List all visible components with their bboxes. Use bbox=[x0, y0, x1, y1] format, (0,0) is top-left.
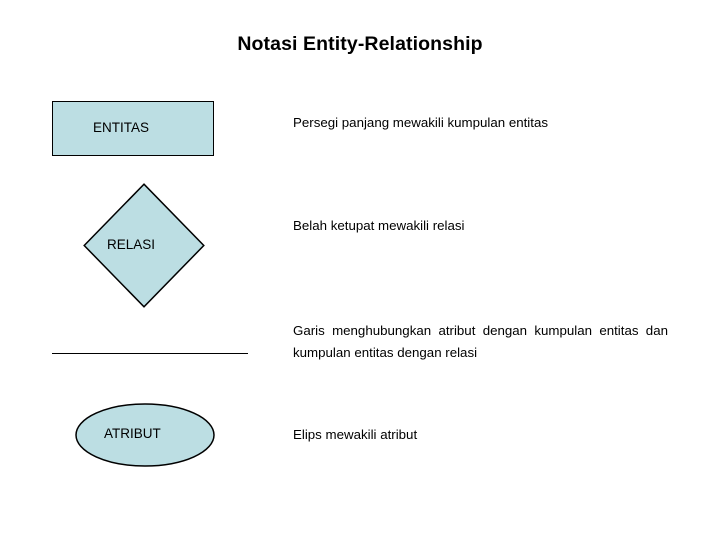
attribute-description-text: Elips mewakili atribut bbox=[293, 427, 418, 442]
attribute-ellipse-shape[interactable]: ATRIBUT bbox=[75, 403, 215, 467]
connector-line-shape[interactable] bbox=[52, 353, 248, 354]
entity-shape-label: ENTITAS bbox=[93, 120, 150, 135]
ellipse-icon bbox=[75, 403, 215, 467]
relation-diamond-shape[interactable]: RELASI bbox=[83, 183, 205, 308]
entity-rectangle-shape[interactable]: ENTITAS bbox=[52, 101, 214, 156]
diamond-icon bbox=[83, 183, 205, 308]
page-title: Notasi Entity-Relationship bbox=[237, 33, 483, 55]
attribute-shape-label: ATRIBUT bbox=[104, 426, 161, 441]
relation-description-text: Belah ketupat mewakili relasi bbox=[293, 218, 465, 233]
entity-description-text: Persegi panjang mewakili kumpulan entita… bbox=[293, 115, 548, 130]
relation-shape-label: RELASI bbox=[107, 237, 156, 252]
line-description-text: Garis menghubungkan atribut dengan kumpu… bbox=[293, 323, 668, 360]
